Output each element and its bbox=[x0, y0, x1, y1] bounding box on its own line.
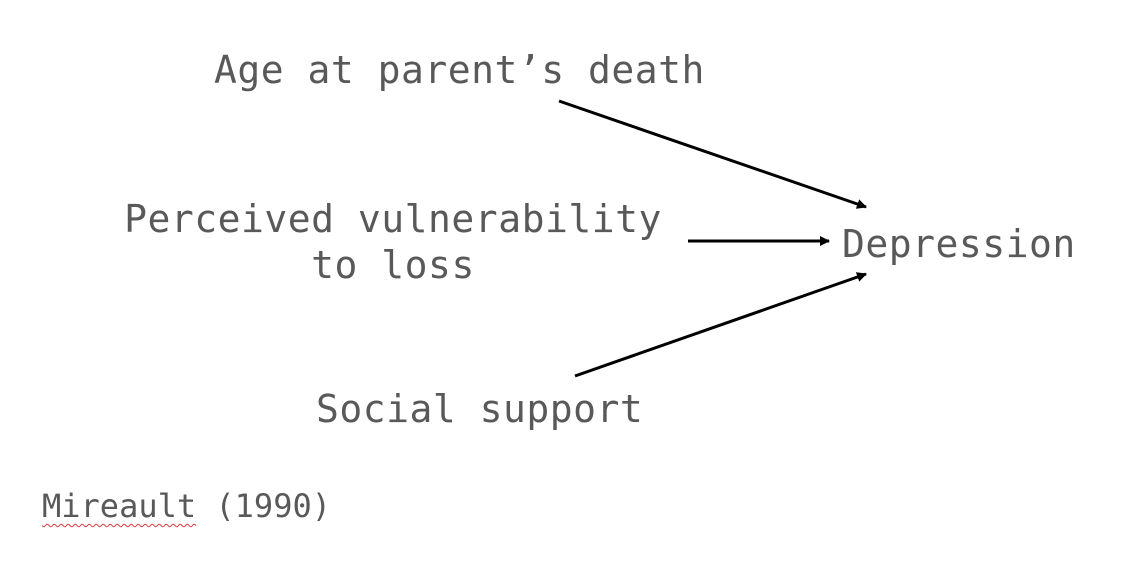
arrow-age-to-depression bbox=[558, 99, 867, 209]
node-age-at-parents-death: Age at parent’s death bbox=[214, 48, 705, 92]
node-depression: Depression bbox=[842, 222, 1076, 266]
node-social-support: Social support bbox=[316, 387, 644, 431]
arrow-social-to-depression bbox=[574, 272, 867, 378]
node-perceived-vulnerability-line1: Perceived vulnerability bbox=[124, 197, 662, 241]
node-perceived-vulnerability: Perceived vulnerability to loss bbox=[110, 196, 676, 288]
citation-author: Mireault bbox=[42, 487, 197, 525]
citation-year: (1990) bbox=[215, 487, 331, 525]
node-perceived-vulnerability-line2: to loss bbox=[311, 243, 475, 287]
citation: Mireault (1990) bbox=[42, 485, 331, 527]
